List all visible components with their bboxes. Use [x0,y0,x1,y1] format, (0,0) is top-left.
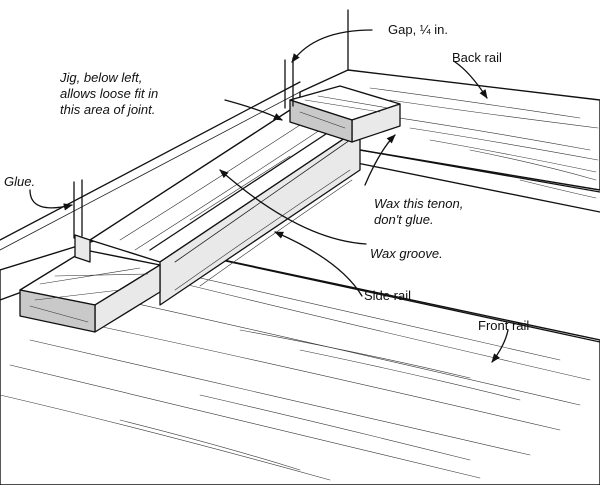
back-tenon [289,85,401,143]
wax-groove-label: Wax groove. [370,246,443,261]
jig-label-line2: allows loose fit in [60,86,158,101]
front-rail-label: Front rail [478,318,529,333]
gap-label: Gap, ¼ in. [388,22,448,37]
wax-tenon-label-line2: don't glue. [374,212,434,227]
jig-label-line1: Jig, below left, [59,70,142,85]
back-rail-label: Back rail [452,50,502,65]
side-rail-label: Side rail [364,288,411,303]
gap-dimension [284,57,294,109]
leader-arrow [29,29,509,363]
front-tenon [19,234,161,333]
glue-dimension [73,179,83,239]
wax-tenon-label-line1: Wax this tenon, [374,196,463,211]
glue-label: Glue. [4,174,35,189]
jig-label-line3: this area of joint. [60,102,155,117]
